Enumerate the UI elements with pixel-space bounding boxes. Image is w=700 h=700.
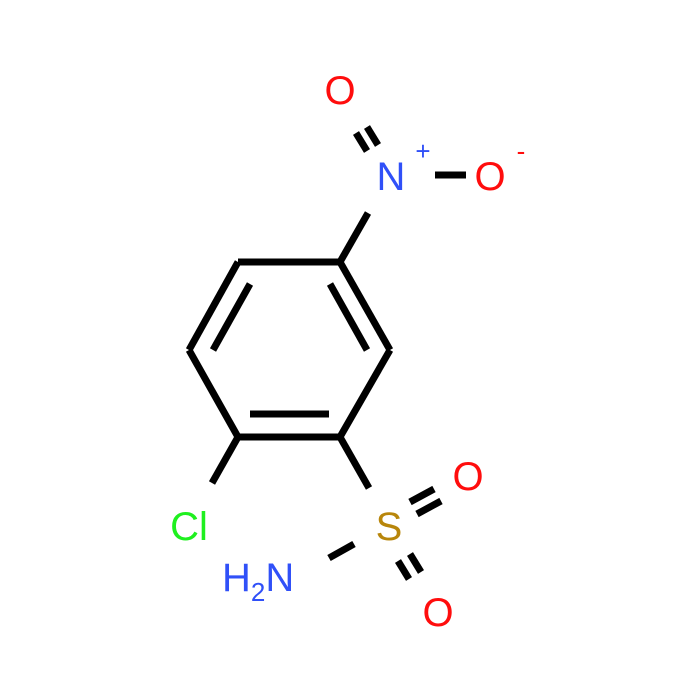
- bond-sulfur-oxygen-lower-a: [395, 559, 412, 581]
- amine-hydrogen: H: [222, 556, 251, 600]
- ring-bond-lower-right: [336, 348, 394, 439]
- bond-sulfur-oxygen-upper-b: [415, 497, 443, 518]
- atom-nitrogen: N: [377, 155, 406, 199]
- atom-chlorine: Cl: [170, 505, 208, 549]
- ring-bond-upper-left: [185, 260, 242, 352]
- atom-oxygen-sulfonyl-upper: O: [452, 455, 483, 499]
- atom-sulfur: S: [376, 505, 403, 549]
- benzene-ring: [185, 258, 394, 441]
- bond-nitrogen-oxygen-top-b: [364, 125, 381, 147]
- bond-sulfur-oxygen-lower-b: [407, 552, 424, 574]
- atom-oxygen-top: O: [324, 69, 355, 113]
- atom-oxygen-sulfonyl-lower: O: [422, 591, 453, 635]
- bond-sulfur-amine: [327, 540, 356, 562]
- ring-bond-lower-left: [185, 348, 242, 439]
- atom-amine: H2N: [222, 556, 294, 607]
- bond-ring-sulfur: [336, 435, 373, 490]
- bond-ring-nitrogen: [336, 211, 372, 264]
- oxygen-charge: -: [517, 136, 526, 166]
- amine-nitrogen: N: [265, 556, 294, 600]
- atom-oxygen-minus: O: [474, 155, 505, 199]
- amine-subscript: 2: [251, 577, 265, 607]
- ring-double-bond-upper-left: [209, 282, 254, 352]
- bond-sulfur-oxygen-upper-a: [408, 485, 436, 506]
- ring-bond-upper-right: [336, 260, 394, 352]
- ring-double-bond-upper-right: [326, 282, 371, 352]
- nitro-bonds: [336, 125, 466, 264]
- sulfonamide-bonds: [327, 435, 443, 581]
- bond-ring-chlorine: [208, 435, 242, 485]
- bond-nitrogen-oxygen-top-a: [353, 131, 370, 153]
- nitrogen-charge: +: [415, 136, 430, 166]
